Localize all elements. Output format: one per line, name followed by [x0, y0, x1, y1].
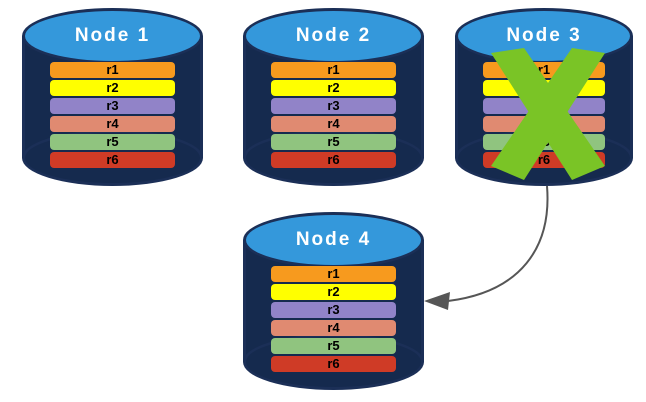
- node-4-row-r2: r2: [271, 284, 396, 300]
- node-2-row-r6: r6: [271, 152, 396, 168]
- node-1[interactable]: Node 1 r1 r2 r3 r4 r5 r6: [22, 8, 203, 186]
- node-2-rows: r1 r2 r3 r4 r5 r6: [271, 62, 396, 168]
- node-2-row-r3: r3: [271, 98, 396, 114]
- node-4-rows: r1 r2 r3 r4 r5 r6: [271, 266, 396, 372]
- node-2-row-r1: r1: [271, 62, 396, 78]
- node-2-row-r5: r5: [271, 134, 396, 150]
- node-1-row-r5: r5: [50, 134, 175, 150]
- node-4-row-r4: r4: [271, 320, 396, 336]
- node-4[interactable]: Node 4 r1 r2 r3 r4 r5 r6: [243, 212, 424, 390]
- node-4-label: Node 4: [295, 229, 372, 250]
- node-3-label: Node 3: [506, 25, 582, 46]
- node-1-rows: r1 r2 r3 r4 r5 r6: [50, 62, 175, 168]
- node-1-row-r3: r3: [50, 98, 175, 114]
- node-4-row-r1: r1: [271, 266, 396, 282]
- node-2[interactable]: Node 2 r1 r2 r3 r4 r5 r6: [243, 8, 424, 186]
- node-1-row-r6: r6: [50, 152, 175, 168]
- node-4-row-r5: r5: [271, 338, 396, 354]
- node-4-row-r6: r6: [271, 356, 396, 372]
- node-2-label: Node 2: [295, 25, 372, 46]
- node-1-label: Node 1: [74, 25, 151, 46]
- node-2-row-r2: r2: [271, 80, 396, 96]
- node-1-row-r4: r4: [50, 116, 175, 132]
- node-2-row-r4: r4: [271, 116, 396, 132]
- node-4-row-r3: r3: [271, 302, 396, 318]
- node-1-row-r2: r2: [50, 80, 175, 96]
- node-1-row-r1: r1: [50, 62, 175, 78]
